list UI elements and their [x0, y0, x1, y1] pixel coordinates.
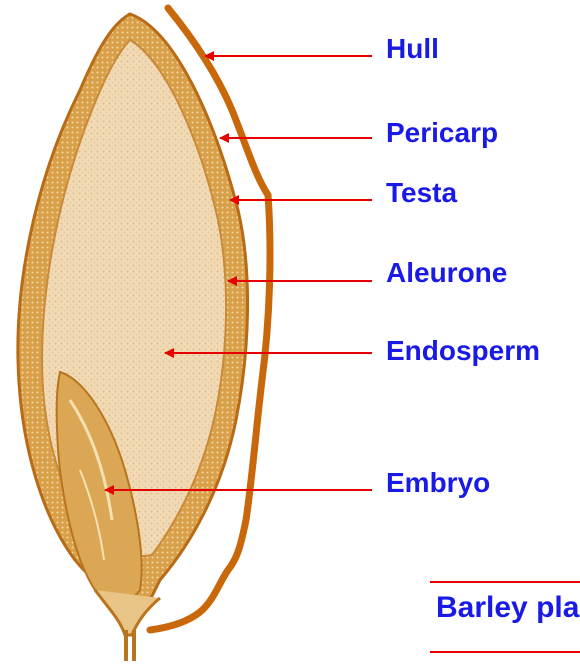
label-pericarp: Pericarp: [386, 118, 498, 148]
caption-text: Barley plant: [436, 591, 580, 625]
label-aleurone: Aleurone: [386, 258, 507, 288]
label-embryo: Embryo: [386, 468, 490, 498]
label-hull: Hull: [386, 34, 439, 64]
label-testa: Testa: [386, 178, 457, 208]
caption-box: Barley plant: [430, 582, 580, 652]
label-endosperm: Endosperm: [386, 336, 540, 366]
